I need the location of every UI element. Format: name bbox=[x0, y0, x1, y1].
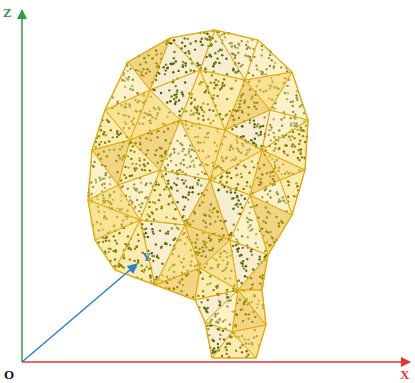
mesh-face bbox=[250, 180, 292, 215]
point-cloud bbox=[88, 30, 308, 359]
origin-label: O bbox=[4, 368, 14, 381]
mesh-face bbox=[128, 38, 170, 90]
crown-outline bbox=[88, 30, 308, 358]
mesh-face bbox=[155, 268, 200, 300]
triangle-faces bbox=[88, 30, 308, 358]
mesh-face bbox=[88, 150, 118, 200]
mesh-face bbox=[270, 72, 308, 120]
axis-label: Z bbox=[3, 6, 12, 19]
mesh-face bbox=[92, 110, 130, 150]
crown-mesh bbox=[88, 30, 308, 359]
y-axis bbox=[22, 264, 137, 362]
mesh-face bbox=[200, 70, 245, 130]
mesh-face bbox=[215, 30, 258, 80]
z-axis bbox=[21, 10, 23, 362]
axis-label: X bbox=[400, 368, 409, 381]
mesh-face bbox=[262, 120, 308, 170]
axis-label: Y bbox=[142, 250, 151, 263]
mesh-face bbox=[170, 30, 215, 70]
mesh-face bbox=[88, 200, 140, 240]
x-axis bbox=[22, 361, 410, 363]
